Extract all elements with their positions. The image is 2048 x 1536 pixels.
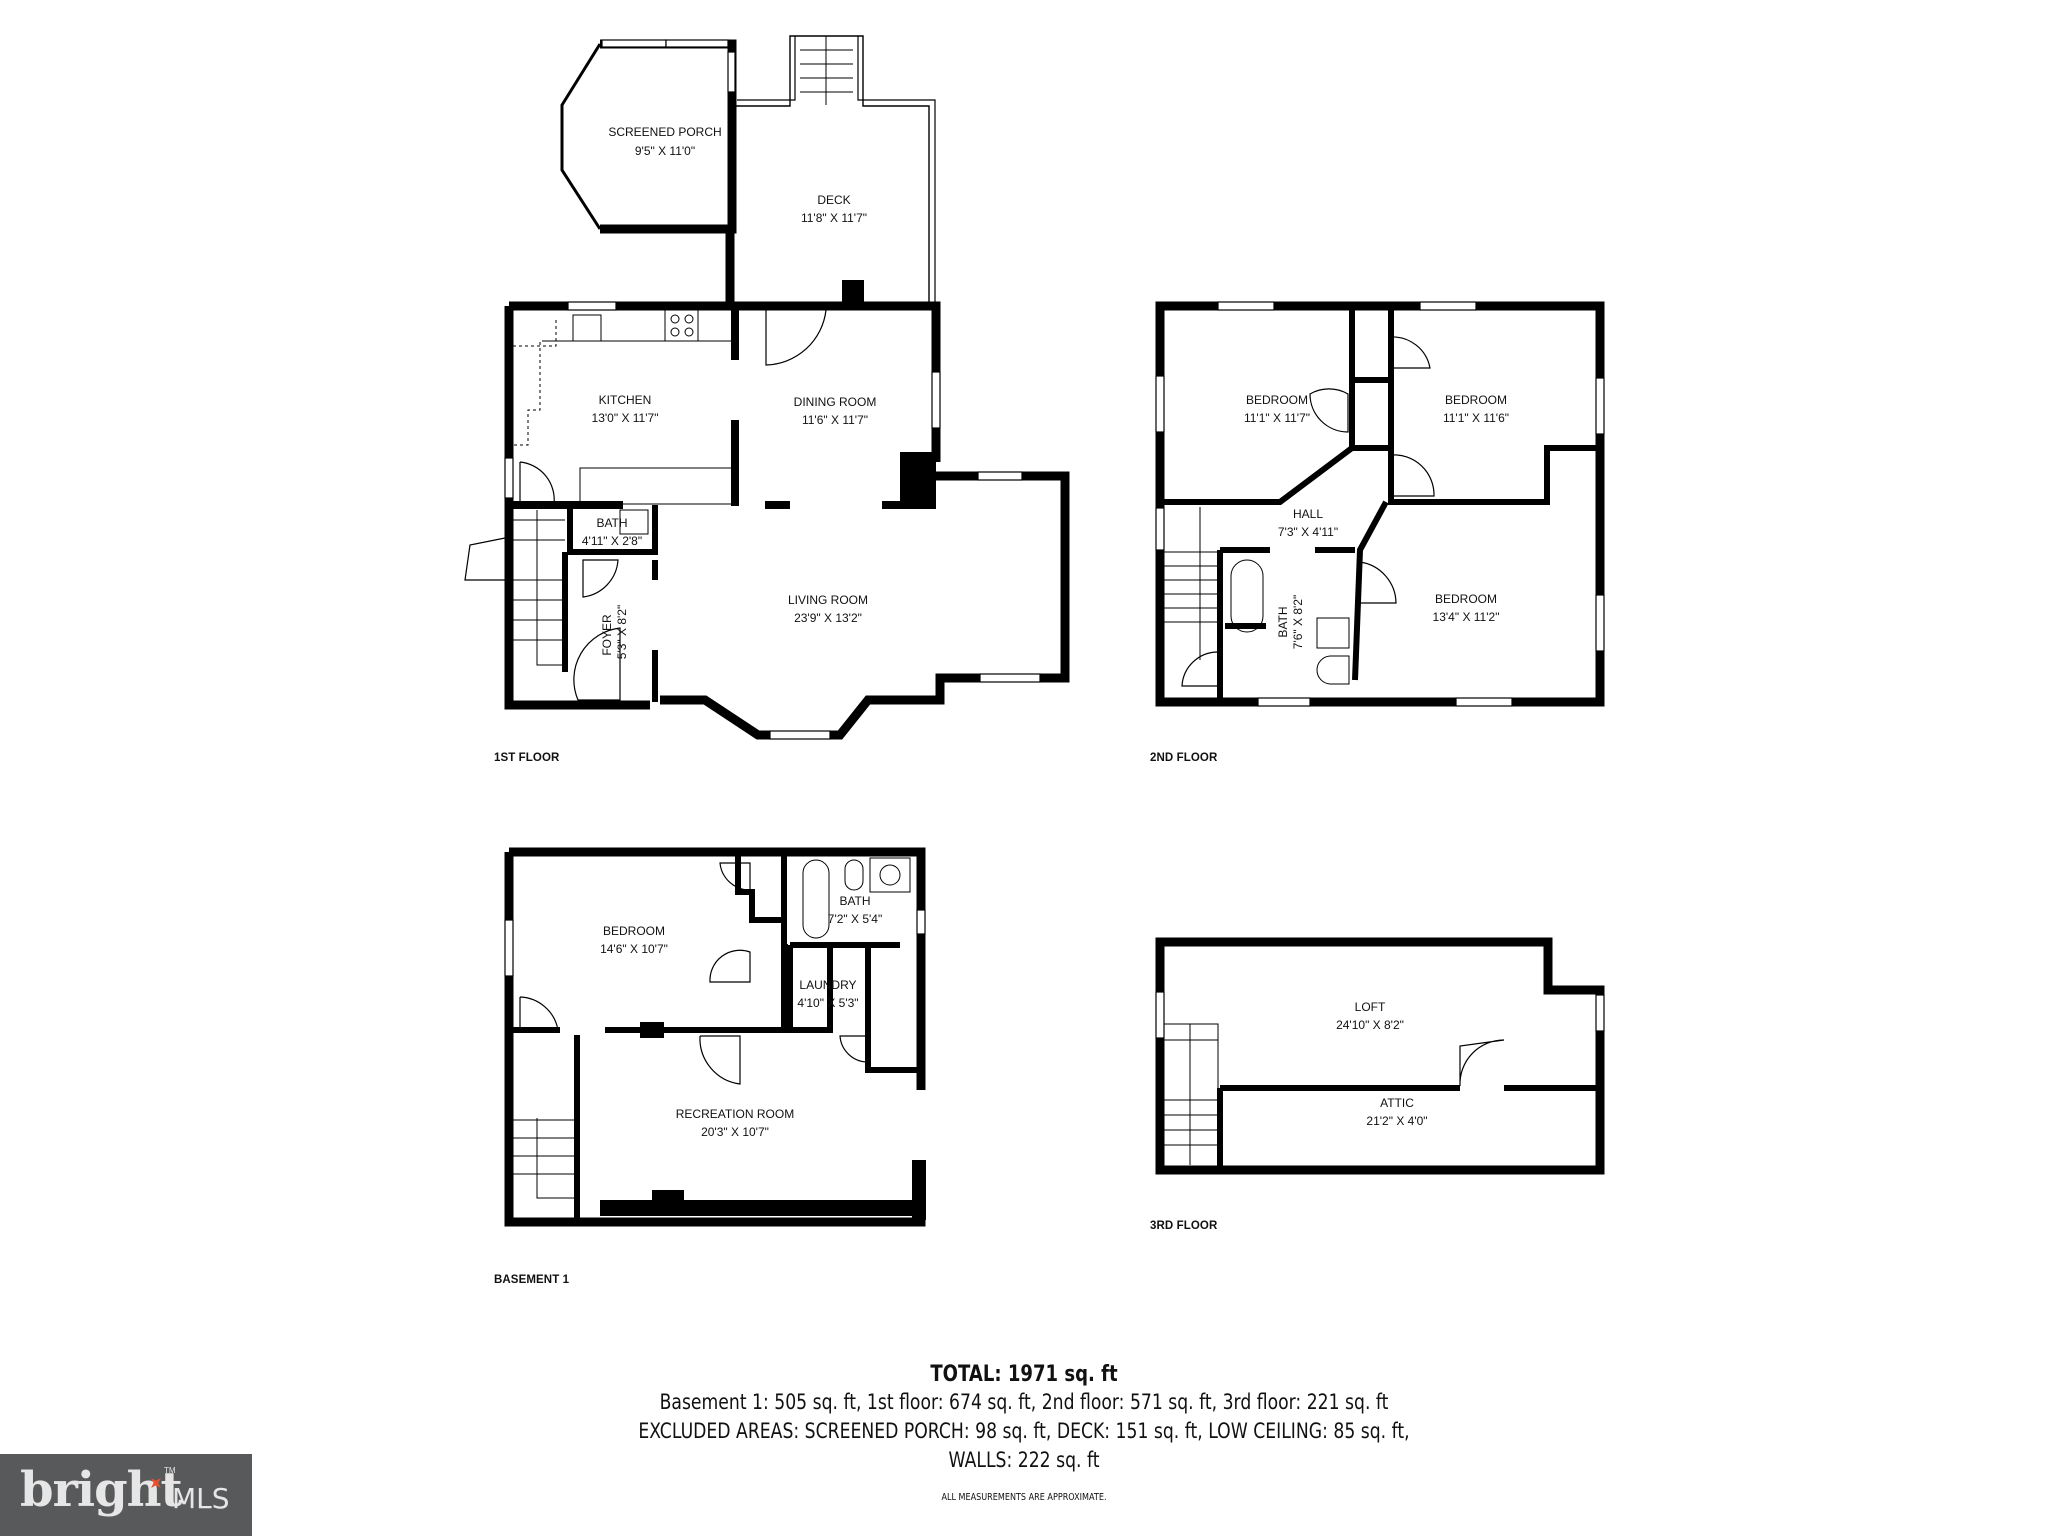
first-floor-plan [464,35,1070,740]
bedroom-2c-name: BEDROOM [1435,592,1497,606]
basement-bath-name: BATH [839,894,870,908]
bath-1-name: BATH [596,516,627,530]
recreation-room-name: RECREATION ROOM [676,1107,794,1121]
third-floor-label: 3RD FLOOR [1150,1220,1218,1232]
bedroom-2b-dims: 11'1" X 11'6" [1443,411,1509,425]
trademark-mark: TM [164,1466,176,1475]
living-room-dims: 23'9" X 13'2" [794,611,862,625]
basement-bedroom-dims: 14'6" X 10'7" [600,942,668,956]
foyer-dims: 5'3" X 8'2" [615,605,629,659]
walls-area-line: WALLS: 222 sq. ft [948,1448,1100,1472]
second-floor-plan [1155,301,1605,707]
kitchen-name: KITCHEN [599,393,652,407]
screened-porch-name: SCREENED PORCH [608,125,721,139]
bedroom-2b-name: BEDROOM [1445,393,1507,407]
deck-dims: 11'8" X 11'7" [801,211,867,225]
excluded-areas-line: EXCLUDED AREAS: SCREENED PORCH: 98 sq. f… [638,1419,1410,1443]
bedroom-2c-dims: 13'4" X 11'2" [1433,610,1500,624]
total-area: TOTAL: 1971 sq. ft [930,1362,1118,1387]
logo-wordmark: bright [20,1462,183,1518]
logo-mls-text: MLS [172,1482,230,1515]
deck-name: DECK [817,193,850,207]
basement-label: BASEMENT 1 [494,1274,570,1286]
dining-room-name: DINING ROOM [794,395,877,409]
bedroom-2a-name: BEDROOM [1246,393,1308,407]
loft-dims: 24'10" X 8'2" [1336,1018,1404,1032]
kitchen-dims: 13'0" X 11'7" [592,411,659,425]
basement-plan [504,847,926,1227]
basement-bath-dims: 7'2" X 5'4" [828,912,882,926]
deck-outline [732,35,936,304]
bath-2-name: BATH [1276,606,1290,637]
bath-1-dims: 4'11" X 2'8" [582,534,642,548]
disclaimer: ALL MEASUREMENTS ARE APPROXIMATE. [941,1492,1107,1503]
basement-bedroom-name: BEDROOM [603,924,665,938]
screened-porch-dims: 9'5" X 11'0" [635,144,695,158]
foyer-name: FOYER [600,614,614,656]
laundry-dims: 4'10" X 5'3" [797,996,858,1010]
loft-name: LOFT [1355,1000,1386,1014]
attic-dims: 21'2" X 4'0" [1366,1114,1427,1128]
bright-mls-logo: bright TM MLS [0,1454,252,1536]
bath-2-dims: 7'6" X 8'2" [1291,595,1305,649]
screened-porch-walls [560,39,737,234]
hall-dims: 7'3" X 4'11" [1278,525,1338,539]
third-floor-plan [1155,937,1605,1175]
hall-name: HALL [1293,507,1323,521]
recreation-room-dims: 20'3" X 10'7" [701,1125,769,1139]
attic-name: ATTIC [1380,1096,1414,1110]
living-room-name: LIVING ROOM [788,593,868,607]
second-floor-label: 2ND FLOOR [1150,752,1218,764]
bedroom-2a-dims: 11'1" X 11'7" [1244,411,1310,425]
dining-room-dims: 11'6" X 11'7" [802,413,868,427]
floor-areas-line: Basement 1: 505 sq. ft, 1st floor: 674 s… [659,1390,1389,1414]
first-floor-label: 1ST FLOOR [494,752,560,764]
laundry-name: LAUNDRY [799,978,856,992]
